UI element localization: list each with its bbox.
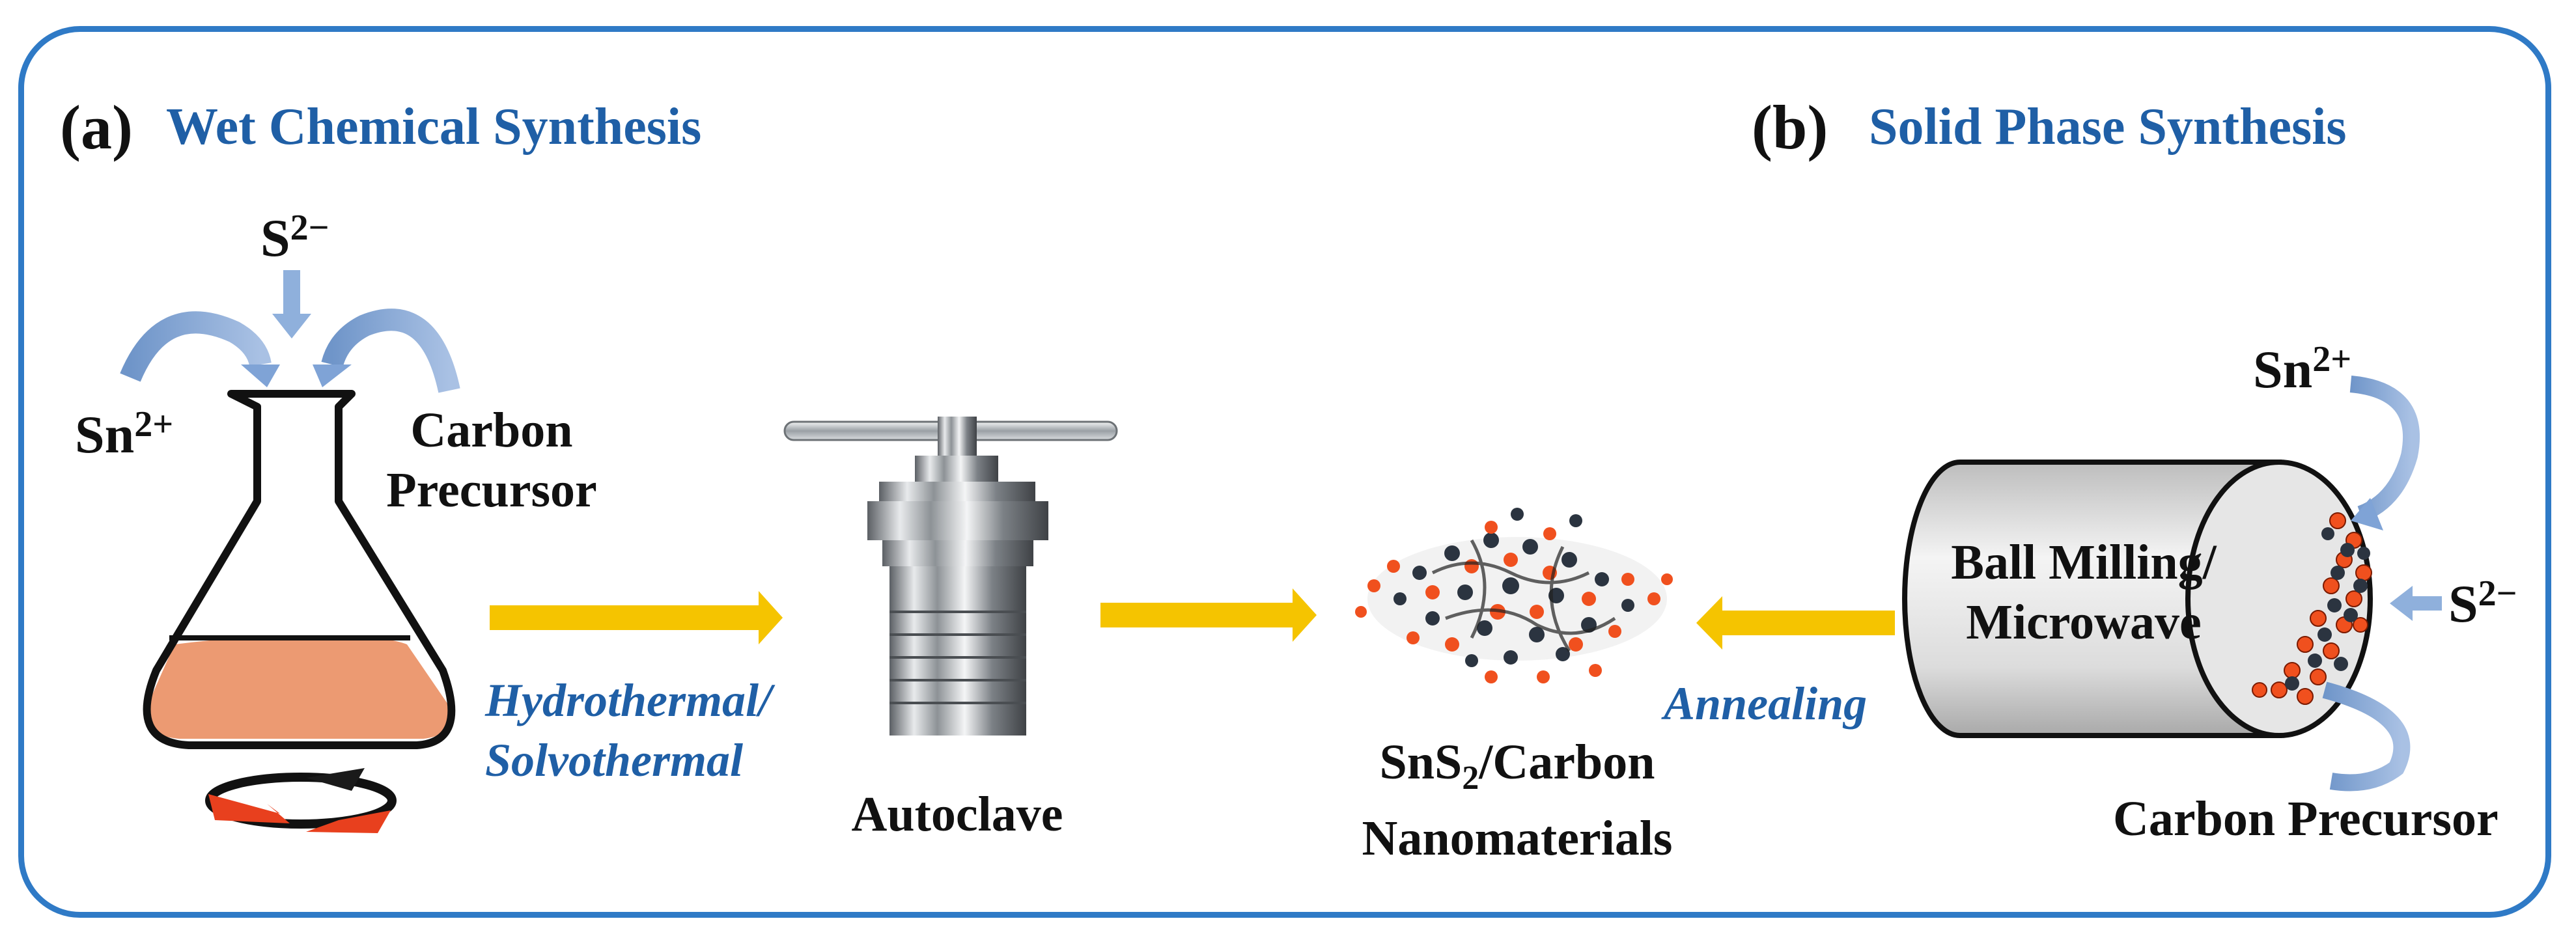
autoclave-image (783, 417, 1118, 736)
sn-input-arrow (120, 311, 272, 382)
stir-arrow-red-2 (306, 810, 391, 833)
b-sn-ion-label: Sn2+ (2253, 338, 2351, 400)
s-input-arrowhead (272, 314, 311, 338)
ball-milling-label: Ball Milling/ Microwave (1934, 532, 2233, 652)
sn-ion-label: Sn2+ (75, 404, 173, 465)
hydrothermal-line2: Solvothermal (485, 734, 744, 786)
panel-a-title: Wet Chemical Synthesis (166, 98, 702, 156)
b-sn-arrow (2349, 376, 2420, 523)
stir-arrow-red (208, 794, 290, 823)
diagram-frame (18, 26, 2551, 918)
sns2-carbon-cluster (1355, 508, 1673, 683)
flask-outline (143, 390, 456, 749)
b-carbon-precursor-label: Carbon Precursor (2113, 791, 2499, 846)
b-s-ion-label: S2− (2448, 573, 2517, 635)
s-ion-label: S2− (260, 207, 329, 269)
b-s-arrowhead (2390, 586, 2413, 621)
product-subscript: 2 (1462, 760, 1479, 797)
hydrothermal-line1: Hydrothermal/ (485, 674, 772, 726)
b-sn-ion-symbol: Sn (2253, 340, 2313, 400)
product-line2: Nanomaterials (1362, 811, 1673, 866)
s-input-arrow-shaft (283, 270, 300, 316)
carbon-precursor-label: Carbon Precursor (384, 400, 599, 520)
sn-ion-symbol: Sn (75, 405, 135, 465)
panel-a-label: (a) (60, 92, 133, 162)
ball-milling-line1: Ball Milling/ (1951, 535, 2217, 590)
sn-ion-charge: 2+ (134, 404, 174, 445)
process-arrows (490, 588, 1895, 650)
hydrothermal-label: Hydrothermal/ Solvothermal (485, 670, 772, 790)
ball-mill-cylinder (1902, 376, 2442, 791)
carbon-precursor-line1: Carbon (410, 403, 573, 458)
b-s-ion-symbol: S (2448, 574, 2478, 634)
product-label: SnS2/Carbon Nanomaterials (1315, 732, 1719, 868)
flask-solution (147, 635, 451, 739)
stir-arrow-dark (306, 768, 365, 791)
autoclave-label: Autoclave (851, 787, 1063, 842)
b-sn-ion-charge: 2+ (2312, 339, 2352, 379)
annealing-label: Annealing (1664, 678, 1868, 730)
s-ion-charge: 2− (290, 208, 329, 248)
b-s-arrow-shaft (2409, 596, 2442, 611)
panel-b-title: Solid Phase Synthesis (1869, 98, 2347, 156)
product-line1: SnS2/Carbon (1315, 732, 1719, 808)
b-carbon-arrow (2322, 681, 2411, 791)
carbon-input-arrow (321, 309, 460, 393)
carbon-arrowhead (313, 364, 352, 387)
carbon-precursor-line2: Precursor (386, 463, 597, 517)
stir-ring (205, 773, 397, 829)
s-ion-symbol: S (260, 208, 290, 268)
product-carbon: /Carbon (1479, 735, 1655, 790)
sn-arrowhead (241, 364, 280, 387)
b-s-ion-charge: 2− (2478, 573, 2517, 614)
ball-milling-line2: Microwave (1966, 595, 2202, 650)
panel-b-label: (b) (1752, 92, 1828, 162)
b-sn-arrowhead (2351, 498, 2383, 530)
product-formula: SnS (1379, 735, 1463, 790)
